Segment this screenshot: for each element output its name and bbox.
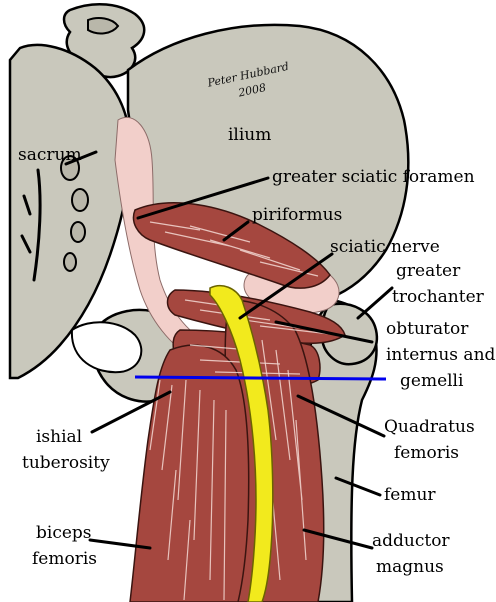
label-sciatic-nerve: sciatic nerve <box>330 237 440 257</box>
label-greater-sciatic-foramen: greater sciatic foramen <box>272 167 475 187</box>
label-sacrum: sacrum <box>18 145 82 165</box>
label-ilium: ilium <box>228 125 271 145</box>
label-adductor-1: adductor <box>372 531 450 551</box>
sacral-foramen-3 <box>71 222 85 242</box>
label-biceps-1: biceps <box>36 523 92 543</box>
label-adductor-2: magnus <box>376 557 444 577</box>
label-greater-trochanter-2: trochanter <box>392 287 485 307</box>
label-obturator-2: internus and <box>386 345 496 365</box>
label-obturator-1: obturator <box>386 319 469 339</box>
sacral-foramen-4 <box>64 253 76 271</box>
pointer-greater-trochanter <box>358 288 392 318</box>
label-quadratus-1: Quadratus <box>384 417 475 437</box>
label-greater-trochanter-1: greater <box>396 261 461 281</box>
label-piriformus: piriformus <box>252 205 342 225</box>
label-femur: femur <box>384 485 436 505</box>
label-biceps-2: femoris <box>32 549 97 569</box>
label-ishial-2: tuberosity <box>22 453 110 473</box>
reference-line <box>135 377 386 379</box>
label-obturator-3: gemelli <box>400 371 464 391</box>
label-ishial-1: ishial <box>36 427 82 447</box>
sacral-foramen-2 <box>72 189 88 211</box>
label-quadratus-2: femoris <box>394 443 459 463</box>
